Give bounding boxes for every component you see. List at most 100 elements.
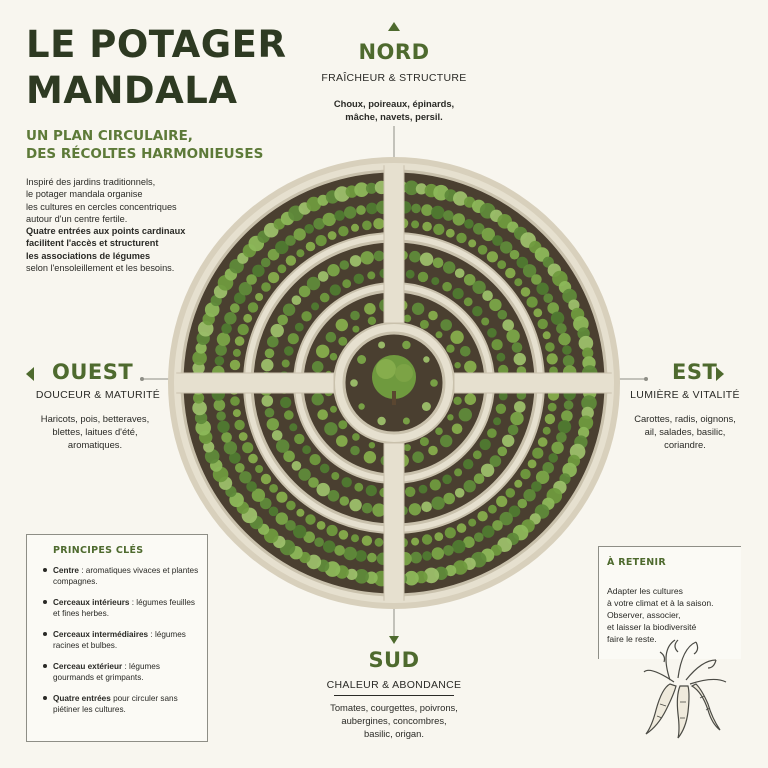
plant bbox=[513, 352, 526, 366]
principle-term: Quatre entrées bbox=[53, 694, 111, 703]
principle-term: Cerceau extérieur bbox=[53, 662, 123, 671]
plant bbox=[402, 417, 410, 425]
plant bbox=[443, 210, 454, 221]
plant bbox=[404, 570, 419, 586]
plant bbox=[319, 463, 330, 474]
plant bbox=[452, 213, 465, 226]
plant bbox=[514, 401, 526, 413]
plant bbox=[372, 503, 386, 517]
plant bbox=[431, 547, 444, 560]
plant bbox=[363, 451, 377, 464]
plant bbox=[409, 250, 421, 263]
path-horizontal-east bbox=[453, 372, 612, 394]
plant bbox=[354, 482, 364, 492]
plant bbox=[234, 336, 245, 346]
plant bbox=[421, 204, 433, 216]
plant bbox=[285, 520, 296, 531]
plant bbox=[479, 438, 491, 451]
plant bbox=[544, 413, 556, 425]
plant bbox=[454, 488, 465, 498]
plant bbox=[412, 451, 424, 464]
plant bbox=[267, 335, 279, 348]
plant bbox=[517, 498, 528, 509]
plant bbox=[373, 218, 385, 230]
remember-text: Adapter les cultures à votre climat et à… bbox=[607, 585, 737, 645]
plant bbox=[495, 403, 507, 414]
remember-line: à votre climat et à la saison. bbox=[607, 598, 714, 608]
plant bbox=[331, 472, 340, 480]
intro-line: autour d'un centre fertile. bbox=[26, 213, 128, 224]
plant bbox=[557, 420, 572, 434]
plant bbox=[486, 251, 498, 263]
plant bbox=[472, 450, 482, 460]
plant bbox=[510, 411, 524, 426]
plant bbox=[315, 235, 327, 247]
plant bbox=[367, 271, 376, 280]
plant bbox=[546, 353, 558, 365]
plant bbox=[468, 239, 477, 248]
plant bbox=[289, 423, 298, 432]
plant bbox=[507, 424, 519, 436]
plant bbox=[537, 318, 548, 330]
plant bbox=[421, 501, 432, 513]
plant bbox=[275, 512, 288, 525]
plant bbox=[520, 468, 531, 480]
plant bbox=[230, 396, 240, 406]
plant bbox=[291, 295, 302, 305]
plant bbox=[430, 379, 438, 387]
plant bbox=[293, 524, 307, 539]
title-line-1: LE POTAGER bbox=[26, 23, 287, 66]
plant bbox=[477, 245, 488, 255]
plant bbox=[454, 362, 461, 369]
plant bbox=[464, 360, 477, 373]
plant bbox=[431, 277, 440, 286]
plant bbox=[213, 399, 226, 411]
plant bbox=[284, 346, 294, 356]
plant bbox=[317, 271, 329, 282]
plant bbox=[296, 508, 305, 517]
list-item: Quatre entrées pour circuler sans piétin… bbox=[41, 693, 201, 715]
plant bbox=[354, 182, 369, 197]
remember-title: À RETENIR bbox=[607, 557, 666, 568]
west-crop-line: aromatiques. bbox=[67, 439, 123, 450]
plant bbox=[346, 568, 358, 580]
plant bbox=[234, 419, 245, 431]
plant bbox=[550, 311, 565, 325]
plant bbox=[551, 441, 564, 454]
plant bbox=[271, 430, 283, 441]
mandala-garden-plan bbox=[168, 157, 620, 609]
plant bbox=[305, 241, 316, 252]
plant bbox=[364, 303, 376, 315]
plant bbox=[362, 220, 372, 231]
plant bbox=[527, 459, 537, 469]
plant bbox=[313, 218, 325, 230]
plant bbox=[335, 318, 348, 332]
west-title: OUEST bbox=[52, 360, 134, 384]
plant bbox=[402, 340, 411, 350]
remember-box: À RETENIR Adapter les cultures à votre c… bbox=[598, 546, 741, 659]
south-crop-line: basilic, origan. bbox=[364, 728, 424, 739]
plant bbox=[338, 420, 348, 430]
plant bbox=[350, 445, 360, 456]
page-title: LE POTAGER MANDALA bbox=[26, 22, 306, 114]
plant bbox=[537, 437, 548, 447]
plant bbox=[298, 468, 311, 481]
plant bbox=[352, 433, 360, 441]
plant bbox=[301, 311, 312, 322]
plant bbox=[327, 490, 340, 502]
plant bbox=[516, 256, 529, 269]
plant bbox=[355, 550, 367, 562]
north-crop-line: mâche, navets, persil. bbox=[345, 111, 443, 122]
plant bbox=[411, 203, 421, 214]
plant bbox=[339, 496, 350, 506]
plant bbox=[303, 531, 315, 543]
plant bbox=[361, 502, 373, 514]
west-crop-line: Haricots, pois, betteraves, bbox=[40, 413, 150, 424]
plant bbox=[468, 518, 477, 527]
plant bbox=[411, 220, 420, 229]
plant bbox=[477, 511, 488, 522]
plant bbox=[421, 402, 431, 411]
south-title: SUD bbox=[368, 648, 420, 672]
plant bbox=[514, 278, 523, 287]
south-crop-line: Tomates, courgettes, poivrons, bbox=[330, 702, 458, 713]
